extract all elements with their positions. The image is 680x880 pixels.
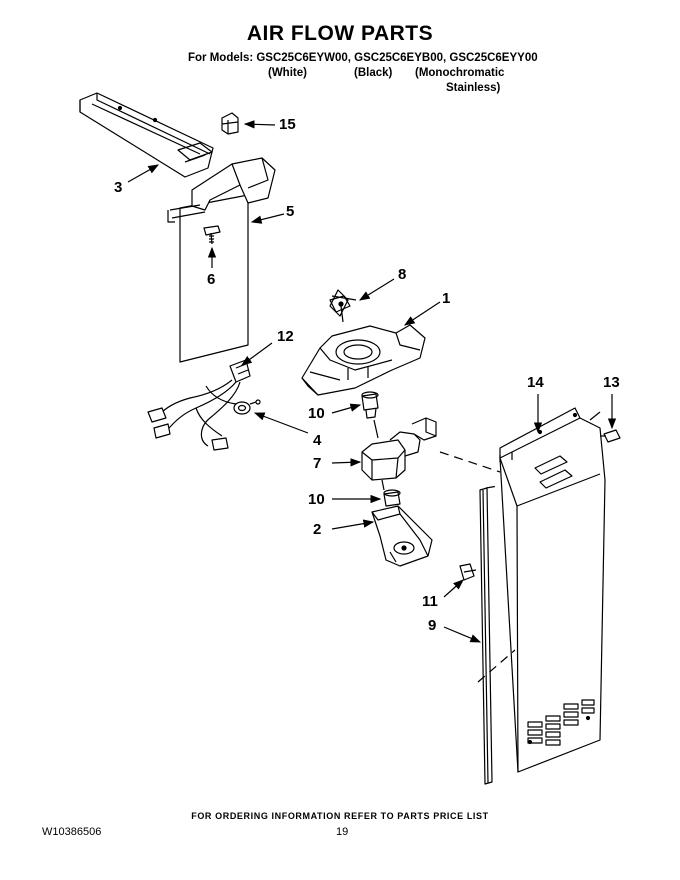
variant-stainless: Stainless) bbox=[446, 82, 501, 94]
part-15-clip bbox=[222, 113, 238, 134]
variant-monochromatic: (Monochromatic bbox=[415, 67, 505, 79]
part-2-motor-bracket bbox=[372, 506, 432, 566]
part-5-air-duct bbox=[168, 158, 275, 362]
part-14-air-duct-panel bbox=[500, 408, 605, 772]
part-7-fan-motor bbox=[362, 418, 436, 490]
callout-11: 11 bbox=[422, 593, 438, 610]
variant-black: (Black) bbox=[354, 67, 393, 79]
callout-10-upper: 10 bbox=[308, 405, 325, 422]
part-12-wire-harness bbox=[148, 360, 250, 450]
document-number: W10386506 bbox=[42, 826, 102, 838]
models-line: For Models: GSC25C6EYW00, GSC25C6EYB00, … bbox=[188, 52, 538, 64]
callout-6: 6 bbox=[207, 271, 216, 288]
part-9-seal-strip bbox=[480, 488, 492, 784]
part-10-grommet-upper bbox=[362, 392, 378, 418]
page-title: AIR FLOW PARTS bbox=[246, 22, 434, 45]
callout-12: 12 bbox=[277, 328, 294, 345]
callout-9: 9 bbox=[428, 617, 437, 634]
part-11-clip bbox=[460, 564, 476, 580]
variant-white: (White) bbox=[268, 67, 307, 79]
callout-2: 2 bbox=[313, 521, 322, 538]
callout-8: 8 bbox=[398, 266, 407, 283]
part-8-fan-blade bbox=[330, 290, 356, 322]
callout-3: 3 bbox=[114, 179, 123, 196]
page-number: 19 bbox=[336, 826, 349, 838]
callout-15: 15 bbox=[279, 116, 296, 133]
callout-5: 5 bbox=[286, 203, 295, 220]
callout-4: 4 bbox=[313, 432, 322, 449]
vent-slots bbox=[528, 700, 594, 745]
part-10-grommet-lower bbox=[384, 490, 400, 506]
part-13-screw bbox=[600, 430, 620, 442]
leader-arrows bbox=[128, 120, 617, 642]
callout-1: 1 bbox=[442, 290, 451, 307]
callout-7: 7 bbox=[313, 455, 322, 472]
part-1-fan-housing bbox=[302, 325, 425, 395]
callout-13: 13 bbox=[603, 374, 620, 391]
part-6-screw bbox=[204, 226, 220, 244]
part-3-air-duct-cover bbox=[80, 93, 213, 177]
part-4-bushing bbox=[234, 400, 260, 414]
callout-14: 14 bbox=[527, 374, 544, 391]
callout-10-lower: 10 bbox=[308, 491, 325, 508]
alignment-lines bbox=[440, 452, 515, 682]
ordering-information-note: FOR ORDERING INFORMATION REFER TO PARTS … bbox=[191, 811, 489, 821]
